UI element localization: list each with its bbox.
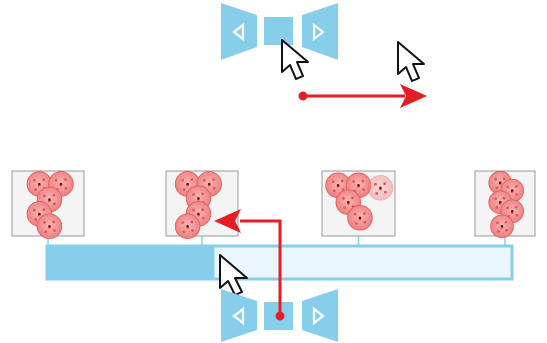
- top-drag-arrow-icon: [298, 84, 427, 108]
- bottom-next-chevron-icon: [312, 306, 325, 326]
- top-prev-button[interactable]: [221, 3, 257, 60]
- bottom-next-button[interactable]: [302, 289, 338, 342]
- top-prev-chevron-icon: [232, 22, 245, 42]
- top-right-mouse-pointer-icon: [397, 41, 425, 82]
- timeline-thumbnail[interactable]: [474, 170, 536, 239]
- bottom-prev-button[interactable]: [221, 289, 257, 342]
- timeline-progress-fill: [47, 246, 215, 279]
- bottom-drag-arrow-icon: [214, 209, 285, 321]
- timeline: [11, 170, 536, 281]
- top-center-square[interactable]: [264, 17, 293, 45]
- cluster-lobe: [347, 205, 373, 231]
- cluster-lobe: [36, 213, 63, 239]
- timeline-thumbnail[interactable]: [165, 170, 239, 239]
- thumbnail-strip: [11, 170, 536, 239]
- top-mouse-pointer-icon: [281, 39, 309, 80]
- cluster-lobe: [174, 213, 201, 239]
- bottom-prev-chevron-icon: [232, 306, 245, 326]
- top-next-button[interactable]: [302, 3, 338, 60]
- top-next-chevron-icon: [312, 22, 325, 42]
- cluster-lobe: [490, 214, 514, 239]
- timeline-thumbnail[interactable]: [11, 170, 85, 239]
- timeline-thumbnail[interactable]: [321, 170, 396, 237]
- cluster-lobe: [367, 175, 394, 201]
- timeline-mouse-pointer-icon: [219, 254, 248, 296]
- top-nav-control: [221, 3, 338, 60]
